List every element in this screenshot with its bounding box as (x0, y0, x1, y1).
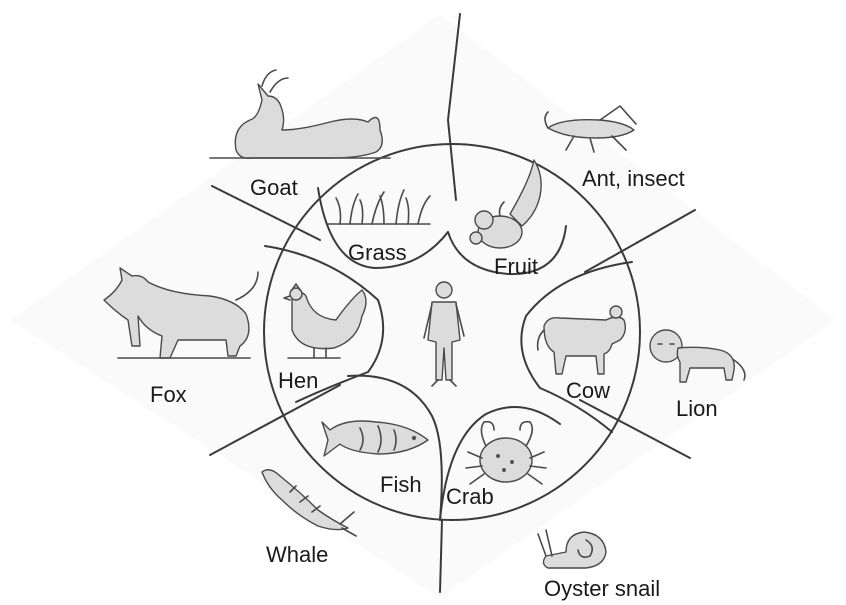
label-ant-insect: Ant, insect (582, 166, 685, 191)
label-lion: Lion (676, 396, 718, 421)
label-grass: Grass (348, 240, 407, 265)
label-fox: Fox (150, 382, 187, 407)
label-goat: Goat (250, 175, 298, 200)
label-oyster-snail: Oyster snail (544, 576, 660, 601)
label-cow: Cow (566, 378, 610, 403)
label-fish: Fish (380, 472, 422, 497)
label-fruit: Fruit (494, 254, 538, 279)
label-whale: Whale (266, 542, 328, 567)
snail-icon (538, 530, 606, 568)
label-crab: Crab (446, 484, 494, 509)
label-hen: Hen (278, 368, 318, 393)
